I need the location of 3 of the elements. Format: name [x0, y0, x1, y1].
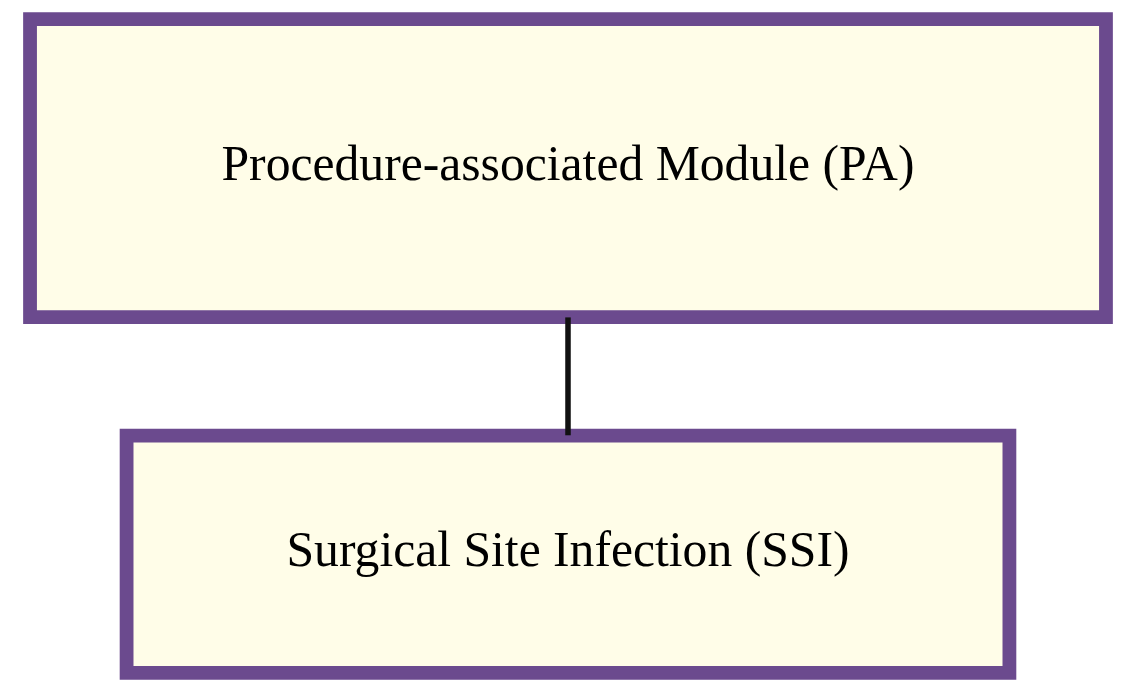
node-box: Surgical Site Infection (SSI): [119, 428, 1016, 680]
connector: [564, 317, 571, 436]
node-box: Procedure-associated Module (PA): [22, 12, 1113, 324]
